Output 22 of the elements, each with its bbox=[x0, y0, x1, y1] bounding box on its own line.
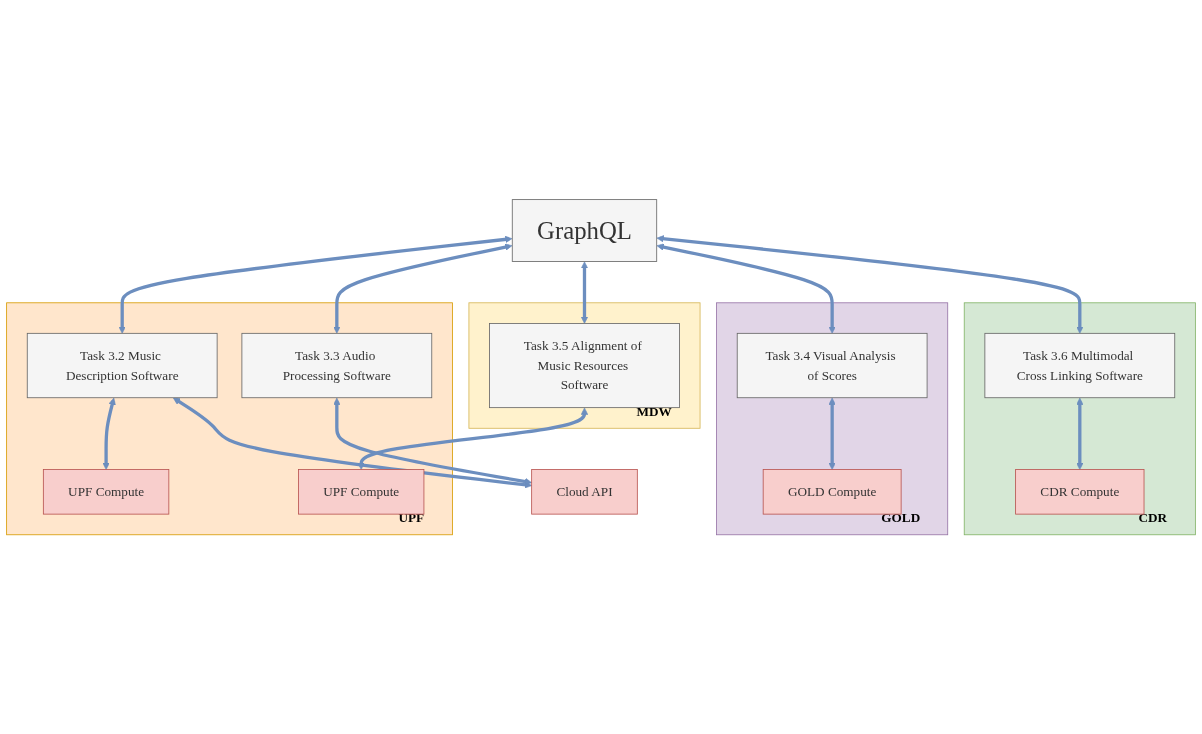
arrow bbox=[580, 261, 589, 324]
node-box: Task 3.5 Alignment of Music Resources Software bbox=[489, 322, 680, 408]
node-box: Task 3.3 Audio Processing Software bbox=[241, 332, 433, 398]
arrow bbox=[333, 243, 513, 334]
node-box: Task 3.6 Multimodal Cross Linking Software bbox=[984, 332, 1176, 398]
arrow bbox=[656, 243, 836, 334]
arrow bbox=[102, 397, 116, 470]
node-box: UPF Compute bbox=[42, 468, 170, 515]
arrow bbox=[656, 235, 1084, 334]
arrow bbox=[828, 397, 836, 470]
node-box: GOLD Compute bbox=[762, 468, 902, 515]
arrow bbox=[357, 407, 589, 470]
node-box: Cloud API bbox=[531, 468, 638, 515]
arrow bbox=[118, 235, 513, 334]
node-box: GraphQL bbox=[511, 199, 658, 262]
node-box: Task 3.4 Visual Analysis of Scores bbox=[736, 332, 928, 398]
arrow bbox=[1076, 397, 1084, 470]
node-box: Task 3.2 Music Description Software bbox=[26, 332, 218, 398]
node-box: UPF Compute bbox=[298, 468, 425, 515]
arrow bbox=[172, 397, 532, 489]
node-box: CDR Compute bbox=[1015, 468, 1145, 515]
arrow bbox=[333, 397, 532, 485]
